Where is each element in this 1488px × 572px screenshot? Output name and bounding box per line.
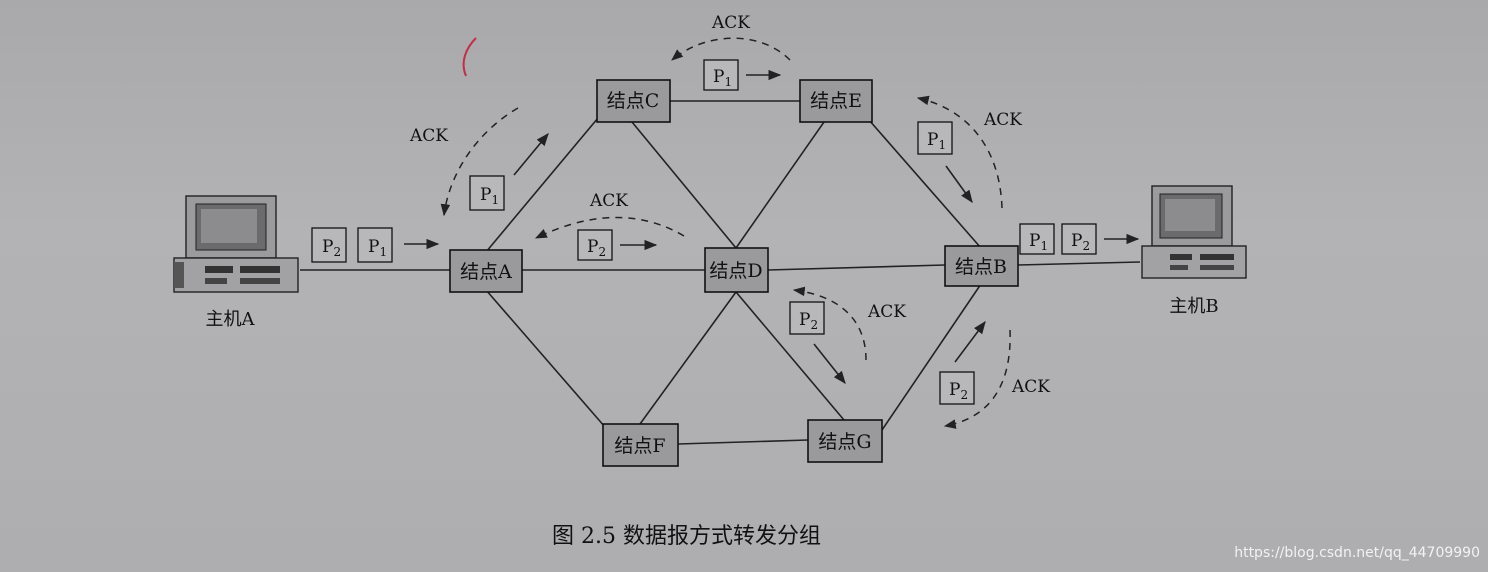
- node-A: 结点A: [449, 249, 523, 293]
- computer-icon-host-b: [1141, 185, 1247, 279]
- ack-arrow-B-to-E: [916, 95, 1003, 209]
- packet-p1-letter: P: [368, 237, 379, 257]
- svg-text:P1: P1: [480, 185, 499, 207]
- node-C: 结点C: [596, 79, 671, 123]
- link-B-hostB: [1017, 261, 1141, 266]
- arrow-E-to-B: [945, 165, 973, 204]
- packet-p2-sub: 2: [598, 245, 606, 259]
- packet-p1-letter: P: [927, 130, 938, 150]
- packet-p1-letter: P: [1029, 231, 1040, 251]
- computer-icon-host-a: [173, 195, 299, 293]
- packet-p1-sub: 1: [938, 138, 946, 152]
- link-C-D: [631, 121, 737, 249]
- packet-p2-letter: P: [322, 237, 333, 257]
- svg-text:P2: P2: [322, 237, 341, 259]
- packet-p2-sub: 2: [333, 245, 341, 259]
- network-links: [300, 100, 1141, 445]
- packet-p1-hostA: P1: [357, 227, 393, 263]
- node-B-label: 结点B: [955, 256, 1007, 278]
- node-G-label: 结点G: [818, 431, 871, 453]
- link-D-G: [735, 291, 845, 421]
- svg-text:P1: P1: [927, 130, 946, 152]
- node-F: 结点F: [602, 423, 679, 467]
- packet-p2-sub: 2: [810, 318, 818, 332]
- packet-p1-letter: P: [480, 185, 491, 205]
- arrow-A-to-C: [513, 133, 549, 176]
- host-a-label: 主机A: [206, 309, 256, 330]
- svg-text:P2: P2: [949, 380, 968, 402]
- svg-text:P2: P2: [799, 310, 818, 332]
- link-D-B: [767, 264, 946, 271]
- packet-p2-letter: P: [1071, 231, 1082, 251]
- ack-arrow-B-to-G: [943, 329, 1011, 429]
- node-A-label: 结点A: [460, 261, 512, 283]
- node-D: 结点D: [704, 247, 769, 293]
- arrow-D-to-G: [813, 343, 846, 385]
- packet-p2-hostA: P2: [311, 227, 347, 263]
- node-E: 结点E: [799, 79, 873, 123]
- link-E-B: [861, 111, 982, 249]
- ack-label-E-C: ACK: [711, 13, 750, 33]
- link-A-F: [485, 289, 606, 428]
- link-G-B: [881, 283, 982, 431]
- node-E-label: 结点E: [810, 90, 862, 112]
- svg-text:P1: P1: [1029, 231, 1048, 253]
- packet-p1-A-C: P1: [469, 175, 505, 211]
- host-b-label: 主机B: [1169, 296, 1218, 317]
- ack-label-C-A: ACK: [409, 126, 448, 146]
- ack-arrow-D-to-A: [534, 216, 685, 239]
- packet-p2-hostB: P2: [1061, 223, 1097, 255]
- packet-p1-E-B: P1: [917, 121, 953, 155]
- svg-text:P1: P1: [713, 67, 732, 89]
- figure-caption: 图 2.5 数据报方式转发分组: [552, 524, 821, 549]
- ack-label-B-E: ACK: [983, 110, 1022, 130]
- svg-text:P2: P2: [587, 237, 606, 259]
- ack-arrow-C-to-A: [440, 107, 519, 217]
- node-F-label: 结点F: [614, 435, 665, 457]
- svg-text:P2: P2: [1071, 231, 1090, 253]
- watermark-url: https://blog.csdn.net/qq_44709990: [1234, 545, 1480, 561]
- ack-label-G-D: ACK: [867, 302, 906, 322]
- packet-p1-sub: 1: [379, 245, 387, 259]
- packet-p2-sub: 2: [1082, 239, 1090, 253]
- packet-p2-letter: P: [949, 380, 960, 400]
- packet-p1-sub: 1: [1040, 239, 1048, 253]
- packet-p1-C-E: P1: [703, 59, 739, 91]
- ack-arrow-G-to-D: [792, 286, 867, 361]
- packet-p1-hostB: P1: [1019, 223, 1055, 255]
- packet-p1-sub: 1: [724, 75, 732, 89]
- arrow-G-to-B: [954, 320, 986, 363]
- node-G: 结点G: [807, 419, 883, 463]
- packet-p2-D-G: P2: [789, 301, 825, 335]
- node-C-label: 结点C: [607, 90, 660, 112]
- svg-text:P1: P1: [368, 237, 387, 259]
- packet-p2-A-D: P2: [577, 229, 613, 261]
- handwritten-mark: [462, 37, 477, 77]
- packet-p2-sub: 2: [960, 388, 968, 402]
- packet-p2-G-B: P2: [939, 371, 975, 405]
- packet-p2-letter: P: [799, 310, 810, 330]
- link-F-G: [677, 439, 809, 445]
- packet-p1-letter: P: [713, 67, 724, 87]
- link-D-F: [639, 291, 737, 425]
- link-A-C: [485, 117, 599, 253]
- link-E-D: [735, 121, 825, 249]
- node-D-label: 结点D: [709, 260, 762, 282]
- ack-arrow-E-to-C: [671, 37, 791, 61]
- ack-label-D-A: ACK: [589, 191, 628, 211]
- ack-label-B-G: ACK: [1011, 377, 1050, 397]
- packet-p2-letter: P: [587, 237, 598, 257]
- packet-p1-sub: 1: [491, 193, 499, 207]
- node-B: 结点B: [944, 245, 1019, 287]
